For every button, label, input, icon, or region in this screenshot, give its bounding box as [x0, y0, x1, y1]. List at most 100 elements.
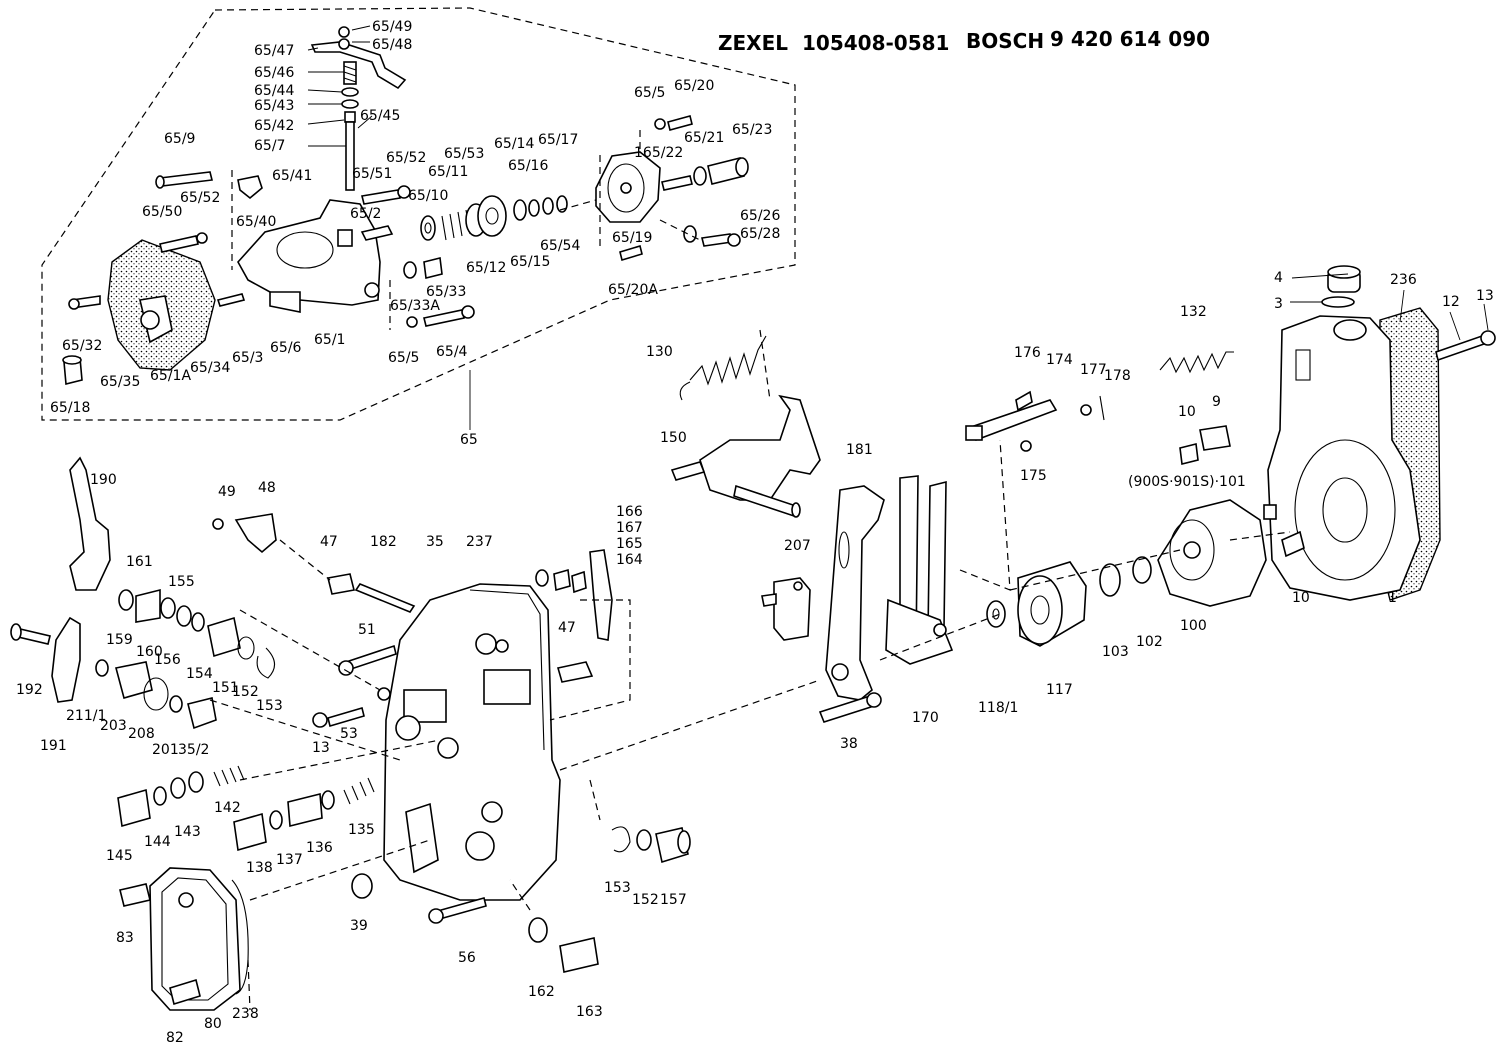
label-65-1A: 65/1A: [150, 368, 191, 384]
label-138: 138: [246, 860, 273, 876]
label-103: 103: [1102, 644, 1129, 660]
label-65-23: 65/23: [732, 122, 772, 138]
label-10-lower: 10: [1292, 590, 1310, 606]
label-211-1: 211/1: [66, 708, 106, 724]
label-65-28: 65/28: [740, 226, 780, 242]
label-118-1: 118/1: [978, 700, 1018, 716]
label-65-33A: 65/33A: [390, 298, 440, 314]
maker-zexel: ZEXEL: [718, 31, 788, 55]
label-65-48: 65/48: [372, 37, 412, 53]
label-163: 163: [576, 1004, 603, 1020]
label-117: 117: [1046, 682, 1073, 698]
label-900S-901S-101: (900S·901S)·101: [1128, 474, 1246, 490]
label-65-12: 65/12: [466, 260, 506, 276]
label-65-10: 65/10: [408, 188, 448, 204]
label-12: 12: [1442, 294, 1460, 310]
label-191: 191: [40, 738, 67, 754]
governor-linkage-group: [670, 335, 1267, 723]
label-207: 207: [784, 538, 811, 554]
label-136: 136: [306, 840, 333, 856]
label-177: 177: [1080, 362, 1107, 378]
label-237: 237: [466, 534, 493, 550]
leader-lines: [209, 25, 1489, 1011]
label-65-9: 65/9: [164, 131, 195, 147]
label-161: 161: [126, 554, 153, 570]
label-130: 130: [646, 344, 673, 360]
label-47-left: 47: [320, 534, 338, 550]
label-35: 35: [426, 534, 444, 550]
label-236: 236: [1390, 272, 1417, 288]
label-157: 157: [660, 892, 687, 908]
label-48: 48: [258, 480, 276, 496]
label-135: 135: [348, 822, 375, 838]
label-49: 49: [218, 484, 236, 500]
label-65-44: 65/44: [254, 83, 294, 99]
label-160: 160: [136, 644, 163, 660]
label-65-51: 65/51: [352, 166, 392, 182]
label-80: 80: [204, 1016, 222, 1032]
label-65-17: 65/17: [538, 132, 578, 148]
label-65-54: 65/54: [540, 238, 580, 254]
label-65-20A: 65/20A: [608, 282, 658, 298]
label-65-6: 65/6: [270, 340, 302, 356]
label-102: 102: [1136, 634, 1163, 650]
label-65-47: 65/47: [254, 43, 294, 59]
label-65-5-bottom: 65/5: [388, 350, 419, 366]
label-65-49: 65/49: [372, 19, 412, 35]
assembly-65-parts: [62, 26, 749, 386]
label-56: 56: [458, 950, 476, 966]
label-13-lower: 13: [312, 740, 330, 756]
label-65-45: 65/45: [360, 108, 400, 124]
label-65-50: 65/50: [142, 204, 182, 220]
label-65-22: 165/22: [634, 145, 683, 161]
label-154: 154: [186, 666, 213, 682]
governor-housing-group: [1179, 265, 1496, 601]
label-166: 166: [616, 504, 643, 520]
label-159: 159: [106, 632, 133, 648]
label-167: 167: [616, 520, 643, 536]
label-144: 144: [144, 834, 171, 850]
label-65-18: 65/18: [50, 400, 90, 416]
label-65-52-lower: 65/52: [180, 190, 220, 206]
bosch-part-number: 9 420 614 090: [1050, 27, 1210, 51]
label-4: 4: [1274, 270, 1283, 286]
label-142: 142: [214, 800, 241, 816]
label-65-33: 65/33: [426, 284, 466, 300]
label-83: 83: [116, 930, 134, 946]
zexel-part-number: 105408-0581: [802, 31, 949, 55]
label-65-53: 65/53: [444, 146, 484, 162]
label-137: 137: [276, 852, 303, 868]
label-65: 65: [460, 432, 478, 448]
label-182: 182: [370, 534, 397, 550]
label-170: 170: [912, 710, 939, 726]
label-208: 208: [128, 726, 155, 742]
label-203: 203: [100, 718, 127, 734]
diagram-header: ZEXEL 105408-0581 BOSCH 9 420 614 090: [718, 27, 1210, 55]
label-1: 1: [1388, 590, 1397, 606]
label-176: 176: [1014, 345, 1041, 361]
label-65-19: 65/19: [612, 230, 652, 246]
label-164: 164: [616, 552, 643, 568]
label-53: 53: [340, 726, 358, 742]
label-3: 3: [1274, 296, 1283, 312]
label-82: 82: [166, 1030, 184, 1046]
label-65-43: 65/43: [254, 98, 294, 114]
label-47-right: 47: [558, 620, 576, 636]
label-65-35: 65/35: [100, 374, 140, 390]
label-65-3: 65/3: [232, 350, 263, 366]
label-155: 155: [168, 574, 195, 590]
label-178: 178: [1104, 368, 1131, 384]
label-156: 156: [154, 652, 181, 668]
label-9: 9: [1212, 394, 1221, 410]
label-150: 150: [660, 430, 687, 446]
label-65-2: 65/2: [350, 206, 381, 222]
label-65-1: 65/1: [314, 332, 345, 348]
label-190: 190: [90, 472, 117, 488]
label-201: 201: [152, 742, 179, 758]
assembly-65-boundary: [41, 7, 796, 421]
label-153-upper: 153: [256, 698, 283, 714]
label-39: 39: [350, 918, 368, 934]
label-165: 165: [616, 536, 643, 552]
label-151: 151: [212, 680, 239, 696]
label-38: 38: [840, 736, 858, 752]
